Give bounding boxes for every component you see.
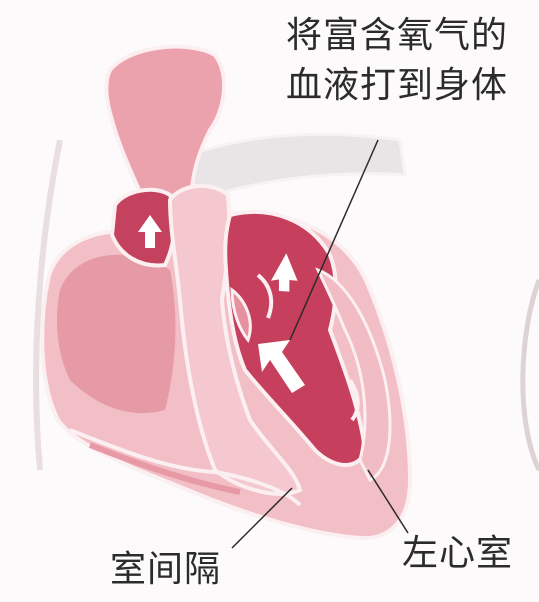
septum-label: 室间隔 [110,548,221,592]
left-ventricle-label: 左心室 [402,532,513,576]
aorta-annotation-line-2: 血液打到身体 [286,64,508,108]
aorta-annotation-line-1: 将富含氧气的 [286,14,508,58]
neighbor-organ-outline [523,280,539,470]
